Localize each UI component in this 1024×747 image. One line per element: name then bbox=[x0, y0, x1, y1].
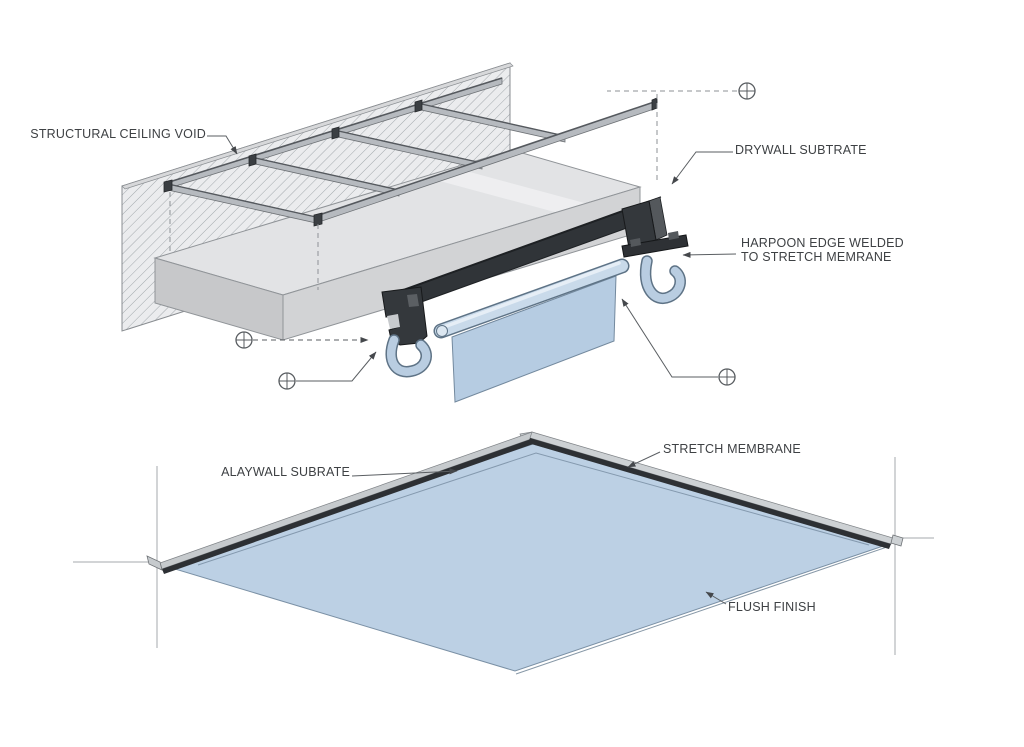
leader-flush-finish bbox=[705, 591, 727, 605]
panel-thickness-edge bbox=[515, 545, 891, 675]
leader-marker-membrane bbox=[621, 298, 718, 378]
label-flush-finish: FLUSH FINISH bbox=[728, 600, 816, 614]
harpoon-hook-left bbox=[385, 334, 432, 378]
leader-lines-bottom bbox=[351, 451, 727, 605]
membrane-fold-line bbox=[197, 452, 870, 566]
leader-structural-ceiling-void bbox=[207, 135, 238, 155]
membrane-sheet bbox=[451, 275, 617, 403]
harpoon-hook-right bbox=[639, 255, 686, 304]
aluminum-track-profile bbox=[381, 196, 689, 346]
leader-drywall-substrate bbox=[671, 151, 733, 185]
leader-harpoon-edge bbox=[682, 251, 737, 258]
label-structural-ceiling-void: STRUCTURAL CEILING VOID bbox=[30, 127, 206, 141]
label-harpoon-edge: HARPOON EDGE WELDED TO STRETCH MEMRANE bbox=[741, 236, 904, 264]
ceiling-grid-rails bbox=[163, 77, 658, 227]
crosshair-icon bbox=[235, 331, 253, 349]
leader-alaywall-substrate bbox=[351, 468, 458, 477]
membrane-roll bbox=[433, 258, 630, 339]
track-right-bracket bbox=[621, 234, 689, 258]
crosshair-icon bbox=[718, 368, 736, 386]
track-cross-section bbox=[381, 286, 428, 346]
label-alaywall-substrate: ALAYWALL SUBRATE bbox=[221, 465, 350, 479]
slab-highlight bbox=[436, 171, 592, 214]
leader-lines-top bbox=[207, 135, 737, 382]
drywall-slab bbox=[153, 149, 642, 341]
crosshair-icon bbox=[278, 372, 296, 390]
label-stretch-membrane: STRETCH MEMBRANE bbox=[663, 442, 801, 456]
crosshair-icon bbox=[738, 82, 756, 100]
rail-end-caps bbox=[163, 97, 658, 227]
wall-top-edge bbox=[121, 62, 514, 190]
construction-dashed-lines bbox=[169, 90, 737, 290]
rail-end-left bbox=[146, 555, 163, 571]
rail-end-right bbox=[890, 534, 904, 547]
label-drywall-substrate: DRYWALL SUBTRATE bbox=[735, 143, 867, 157]
leader-stretch-membrane bbox=[627, 451, 661, 468]
registration-markers bbox=[235, 82, 756, 390]
leader-marker-hook bbox=[296, 351, 377, 382]
